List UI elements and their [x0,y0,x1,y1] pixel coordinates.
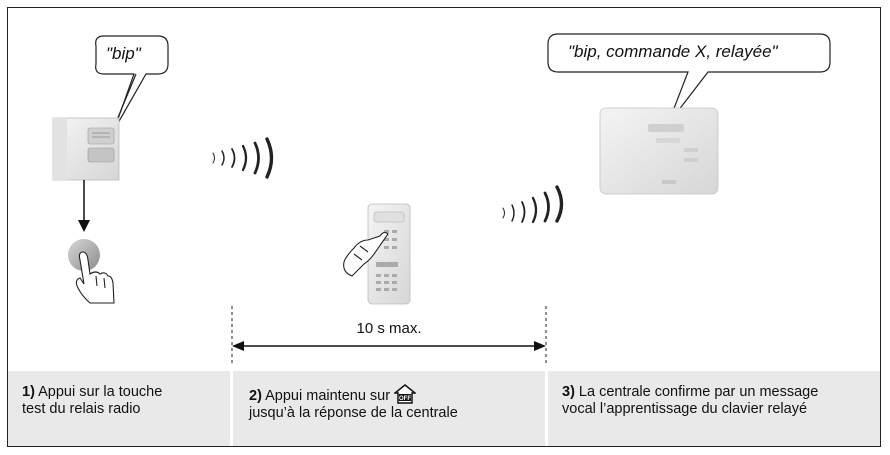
step-text: Appui sur la touche [34,384,163,400]
central-alarm-unit [599,107,719,195]
down-arrow [78,180,90,232]
step-text: La centrale confirme par un message [574,384,819,400]
step-number: 1) [22,384,35,400]
radio-relay-device [52,117,120,181]
radio-waves-icon [212,137,274,179]
right-speech-bubble [547,33,831,125]
step-3-panel: 3) La centrale confirme par un message v… [548,371,880,446]
svg-text:OFF: OFF [399,396,411,402]
step-2-panel: 2) Appui maintenu sur OFF jusqu’à la rép… [233,371,545,446]
timing-dimension [231,306,547,366]
step-text: vocal l’apprentissage du clavier relayé [562,401,808,417]
pressing-hand-icon [75,251,115,304]
bubble-text-left: "bip" [106,44,141,63]
step-1-panel: 1) Appui sur la touche test du relais ra… [8,371,230,446]
step-text: jusqu’à la réponse de la centrale [249,405,458,421]
step-number: 3) [562,384,575,400]
step-text: Appui maintenu sur [261,388,391,404]
bubble-text-right: "bip, commande X, relayée" [568,42,778,61]
duration-label: 10 s max. [356,320,422,337]
step-text: test du relais radio [22,401,141,417]
pressing-hand-icon [343,231,389,277]
diagram-frame: "bip" "bip, commande X, relayée" 10 s ma… [7,7,881,447]
step-number: 2) [249,388,262,404]
diagram-drawing [52,33,831,366]
off-house-icon: OFF [394,384,417,404]
keypad-device [367,203,411,305]
radio-waves-icon [502,185,564,224]
